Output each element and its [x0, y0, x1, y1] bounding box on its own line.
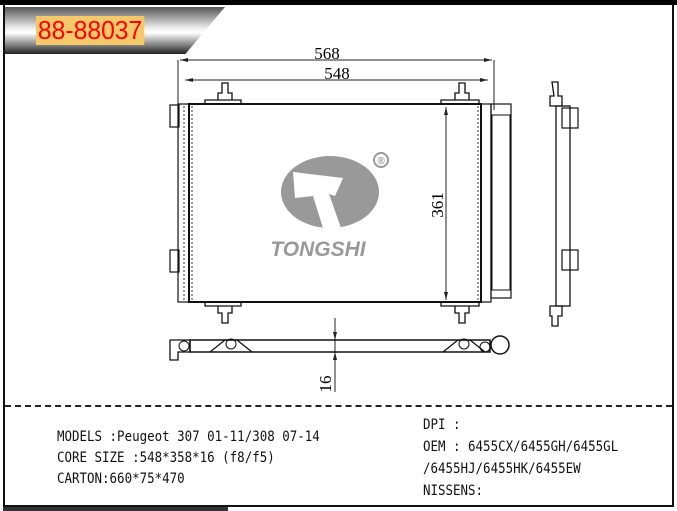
bottom-bar	[3, 507, 228, 511]
sheet-frame	[3, 5, 674, 507]
part-number: 88-88037	[36, 15, 145, 45]
dim-548: 548	[324, 64, 350, 83]
oem-line-2: /6455HJ/6455HK/6455EW	[423, 461, 581, 477]
registered-mark: ®	[377, 156, 385, 167]
models: MODELS :Peugeot 307 01-11/308 07-14	[57, 429, 320, 445]
oem-line-1: OEM : 6455CX/6455GH/6455GL	[423, 439, 619, 455]
core-size: CORE SIZE :548*358*16 (f8/f5)	[57, 450, 275, 466]
core-fins	[183, 106, 479, 300]
refs-block: DPI : OEM : 6455CX/6455GH/6455GL/6455HJ/6…	[423, 414, 618, 502]
nissens: NISSENS:	[423, 483, 484, 499]
brand-name: TONGSHI	[270, 238, 366, 261]
dim-16: 16	[316, 376, 335, 393]
carton: CARTON:660*75*470	[57, 471, 185, 487]
dpi: DPI :	[423, 417, 461, 433]
top-bar	[0, 0, 677, 5]
condenser-front-view	[169, 81, 579, 361]
dim-361: 361	[428, 192, 447, 218]
dimension-lines	[177, 59, 495, 392]
tongshi-logo: ® TONGSHI	[270, 152, 389, 261]
dim-568: 568	[314, 44, 340, 63]
section-divider	[5, 405, 672, 407]
